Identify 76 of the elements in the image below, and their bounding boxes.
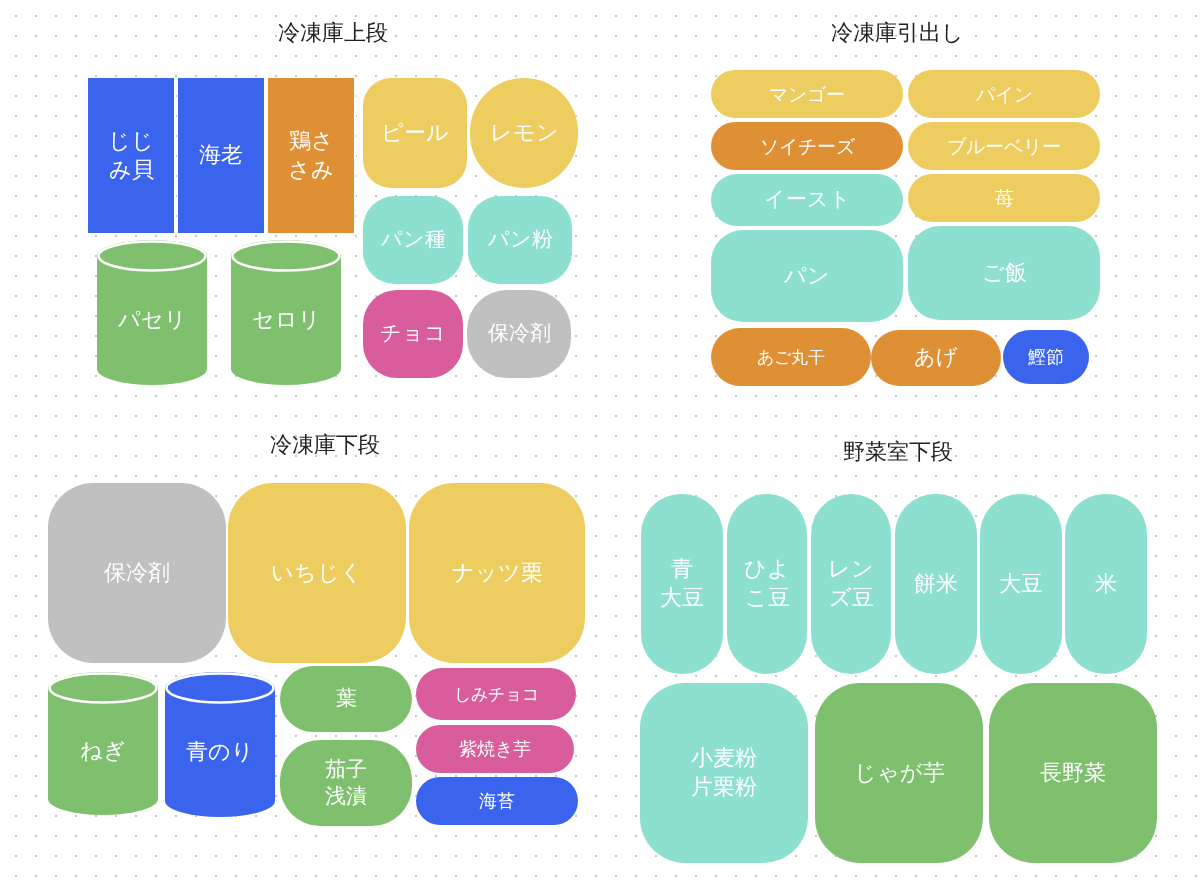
food-item-box xyxy=(363,196,463,284)
item-label: 米 xyxy=(1095,569,1117,598)
item-label: 鰹節 xyxy=(1028,345,1064,369)
food-item-box xyxy=(363,290,463,378)
item-label: イースト xyxy=(763,186,851,214)
food-item-box xyxy=(711,328,871,386)
item-label: 紫焼き芋 xyxy=(459,737,531,761)
food-item-box xyxy=(416,668,576,720)
item-label: レンズ豆 xyxy=(828,555,874,612)
food-item-box xyxy=(363,78,467,188)
item-label: パン xyxy=(784,261,830,290)
item-label: 大豆 xyxy=(999,569,1043,598)
item-label: ブルーベリー xyxy=(947,133,1061,159)
item-label: ソイチーズ xyxy=(759,133,855,159)
item-label: 苺 xyxy=(994,185,1014,211)
item-label: いちじく xyxy=(271,558,363,587)
item-label: 保冷剤 xyxy=(487,320,551,348)
food-item-box xyxy=(178,78,266,233)
item-label: 鶏ささみ xyxy=(288,126,334,184)
food-item-box xyxy=(416,777,578,825)
section-heading: 冷凍庫下段 xyxy=(270,431,380,459)
item-label: 長野菜 xyxy=(1040,758,1106,787)
section-heading: 冷凍庫上段 xyxy=(278,19,388,47)
item-label: ピール xyxy=(381,118,449,147)
food-item-box xyxy=(280,666,412,732)
item-label: じじみ貝 xyxy=(108,126,154,184)
food-item-box xyxy=(908,70,1100,118)
food-item-box xyxy=(895,494,977,674)
food-item-box xyxy=(268,78,356,233)
food-item-box xyxy=(416,725,574,773)
item-label: 青のり xyxy=(186,738,254,767)
section-heading: 野菜室下段 xyxy=(843,438,953,466)
item-label: 青大豆 xyxy=(660,555,704,612)
item-label: パセリ xyxy=(117,306,187,335)
food-item-box xyxy=(48,483,226,663)
food-item-box xyxy=(228,483,406,663)
food-item-box xyxy=(1003,330,1089,384)
item-label: ねぎ xyxy=(80,737,126,766)
item-label: じゃが芋 xyxy=(853,758,945,787)
item-label: セロリ xyxy=(251,306,321,335)
item-label: 海苔 xyxy=(479,789,515,813)
food-item-box xyxy=(871,330,1001,386)
item-label: ナッツ栗 xyxy=(451,558,543,587)
item-label: しみチョコ xyxy=(453,682,539,706)
item-label: 海老 xyxy=(199,141,243,170)
food-item-box xyxy=(908,226,1100,320)
item-label: あご丸干 xyxy=(757,345,825,369)
item-label: あげ xyxy=(914,344,958,372)
item-label: パン粉 xyxy=(487,226,553,254)
item-label: マンゴー xyxy=(769,81,845,107)
food-item-box xyxy=(280,740,412,826)
item-label: ひよこ豆 xyxy=(744,555,790,612)
item-label: 保冷剤 xyxy=(104,558,170,587)
item-label: 小麦粉 xyxy=(691,744,757,773)
food-item-box xyxy=(640,683,808,863)
item-label: チョコ xyxy=(380,320,446,348)
food-item-box xyxy=(908,174,1100,222)
food-item-box xyxy=(711,122,903,170)
item-label: 茄子浅漬 xyxy=(325,755,367,810)
food-item-box xyxy=(711,174,903,226)
food-item-box xyxy=(711,70,903,118)
food-item-box xyxy=(815,683,983,863)
food-item-box xyxy=(409,483,585,663)
item-label: レモン xyxy=(489,118,559,147)
item-label: パイン xyxy=(975,81,1033,107)
item-label: 餅米 xyxy=(914,569,958,598)
food-item-box xyxy=(468,196,572,284)
item-label: 片栗粉 xyxy=(691,773,757,801)
section-heading: 冷凍庫引出し xyxy=(830,19,964,47)
item-label: パン種 xyxy=(380,226,446,254)
food-item-box xyxy=(908,122,1100,170)
food-item-box xyxy=(88,78,176,233)
item-label: ご飯 xyxy=(981,258,1027,287)
item-label: 葉 xyxy=(335,685,357,713)
food-item-box xyxy=(711,230,903,322)
food-item-box xyxy=(989,683,1157,863)
